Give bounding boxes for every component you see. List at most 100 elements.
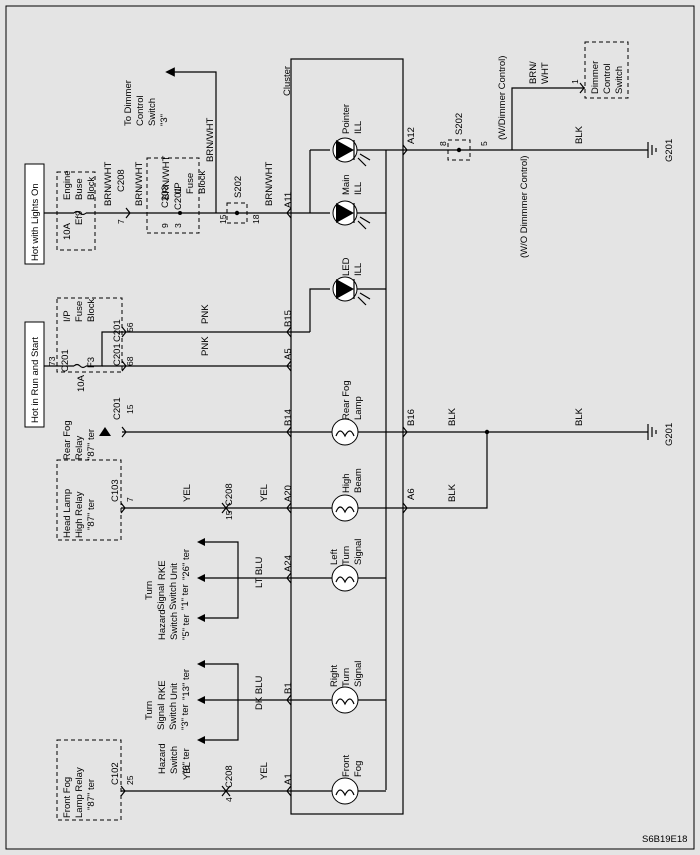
ip-fuse-block-top: BRN/WHT BRN/WHT C203 9 I/P C201 3 Fuse B… (134, 155, 208, 234)
svg-text:Signal: Signal (156, 584, 167, 610)
svg-text:"13" ter: "13" ter (181, 669, 192, 700)
svg-text:Block: Block (86, 299, 97, 322)
pointer-ill-lamp: Pointer ILL (332, 104, 371, 167)
right-turn-sources: RKE Unit "13" ter Turn Signal Switch "3"… (144, 660, 205, 774)
pnk-label-1: PNK (200, 304, 211, 324)
svg-text:ILL: ILL (353, 182, 364, 195)
svg-text:ILL: ILL (353, 263, 364, 276)
yel-label-2: YEL (259, 484, 270, 502)
svg-text:C201: C201 (112, 397, 123, 420)
svg-text:C103: C103 (110, 479, 121, 502)
pin-a20: A20 (283, 485, 294, 502)
w-dimmer-label: (W/Dimmer Control) (497, 56, 508, 140)
splice-s202-top: S202 15 18 BRN/WHT (218, 161, 275, 224)
high-beam-lamp: High Beam (291, 468, 386, 522)
svg-text:Right: Right (329, 664, 340, 687)
svg-text:Relay: Relay (74, 435, 85, 460)
svg-text:Signal: Signal (353, 661, 364, 687)
svg-text:ILL: ILL (353, 121, 364, 134)
svg-text:Switch: Switch (168, 702, 179, 730)
svg-text:Ef9: Ef9 (74, 211, 85, 225)
svg-text:BRN/WHT: BRN/WHT (161, 155, 172, 200)
svg-text:Lamp: Lamp (353, 396, 364, 420)
svg-text:BRN/WHT: BRN/WHT (264, 161, 275, 206)
svg-text:Control: Control (135, 95, 146, 126)
pin-a5: A5 (283, 348, 294, 360)
wo-dimmer-label: (W/O Dimmmer Control) (519, 156, 530, 258)
main-ill-lamp: Main ILL (332, 174, 371, 230)
svg-text:"6" ter: "6" ter (181, 748, 192, 774)
svg-text:10A: 10A (76, 374, 87, 392)
svg-text:"1" ter: "1" ter (180, 584, 191, 610)
svg-text:"87" ter: "87" ter (86, 429, 97, 460)
svg-text:Main: Main (341, 174, 352, 195)
svg-text:C208: C208 (116, 169, 127, 192)
svg-text:10A: 10A (62, 222, 73, 240)
cluster-label: Cluster (282, 66, 293, 96)
svg-text:Unit: Unit (169, 563, 180, 580)
svg-text:68: 68 (125, 356, 135, 366)
svg-text:C102: C102 (110, 762, 121, 785)
blk-label-1: BLK (574, 125, 585, 144)
svg-text:C208: C208 (224, 483, 235, 506)
rear-fog-relay: Rear Fog Relay "87" ter C201 15 (62, 397, 135, 460)
svg-text:"87" ter: "87" ter (86, 779, 97, 810)
svg-text:Hot in Run and Start: Hot in Run and Start (30, 337, 41, 423)
svg-text:C208: C208 (224, 765, 235, 788)
left-turn-signal-lamp: Left Turn Signal (291, 539, 386, 592)
svg-text:"3": "3" (159, 114, 170, 126)
svg-text:5: 5 (479, 141, 489, 146)
yel-label-4: YEL (259, 762, 270, 780)
engine-fuse-block: Engine Buse Block 10A Ef9 (56, 170, 97, 251)
svg-text:Fog: Fog (353, 761, 364, 777)
splice-s202-right: S202 8 5 (438, 113, 489, 161)
svg-text:Head Lamp: Head Lamp (62, 489, 73, 538)
svg-text:Rear Fog: Rear Fog (62, 420, 73, 460)
svg-text:"3" ter: "3" ter (180, 704, 191, 730)
pin-b15: B15 (283, 310, 294, 327)
svg-text:I/P: I/P (62, 310, 73, 322)
svg-text:F3: F3 (86, 357, 97, 368)
svg-text:Hot with Lights On: Hot with Lights On (30, 183, 41, 261)
lt-blu-label: LT BLU (254, 557, 265, 588)
svg-text:Block: Block (197, 171, 208, 194)
front-fog-lamp: Front Fog (291, 754, 386, 805)
svg-text:Left: Left (329, 549, 340, 565)
blk-label-3: BLK (574, 407, 585, 426)
svg-text:Unit: Unit (169, 683, 180, 700)
svg-text:Fuse: Fuse (74, 301, 85, 322)
svg-text:I/P: I/P (173, 182, 184, 194)
svg-text:Front Fog: Front Fog (62, 777, 73, 818)
svg-text:S202: S202 (454, 113, 465, 135)
svg-text:Switch: Switch (614, 66, 625, 94)
pin-b16: B16 (406, 409, 417, 426)
yel-label-1: YEL (182, 484, 193, 502)
svg-text:C201: C201 (173, 187, 184, 210)
svg-text:G201: G201 (664, 139, 675, 162)
pin-a11: A11 (283, 192, 294, 208)
svg-text:Switch: Switch (147, 98, 158, 126)
pin-a12: A12 (406, 127, 417, 144)
ground-g201-top: G201 (647, 139, 675, 162)
svg-text:RKE: RKE (157, 560, 168, 580)
svg-text:Signal: Signal (353, 539, 364, 565)
svg-text:C201: C201 (60, 349, 71, 372)
svg-text:To Dimmer: To Dimmer (123, 80, 134, 126)
svg-text:Buse: Buse (74, 178, 85, 200)
to-dimmer-branch: To Dimmer Control Switch "3" BRN/WHT (123, 67, 217, 213)
svg-text:Lamp Relay: Lamp Relay (74, 767, 85, 818)
svg-text:25: 25 (125, 775, 135, 785)
svg-text:Engine: Engine (62, 170, 73, 200)
dimmer-branch-wire (511, 87, 585, 150)
ground-g201-bottom: G201 (647, 423, 675, 446)
svg-text:Front: Front (341, 754, 352, 777)
svg-text:"26" ter: "26" ter (181, 549, 192, 580)
right-turn-signal-lamp: Right Turn Signal (291, 661, 386, 714)
svg-text:Dimmer: Dimmer (590, 61, 601, 94)
svg-text:High Relay: High Relay (74, 491, 85, 538)
svg-text:BRN/WHT: BRN/WHT (103, 161, 114, 206)
svg-text:7: 7 (125, 497, 135, 502)
blk-label-2: BLK (447, 407, 458, 426)
svg-text:S202: S202 (233, 176, 244, 198)
